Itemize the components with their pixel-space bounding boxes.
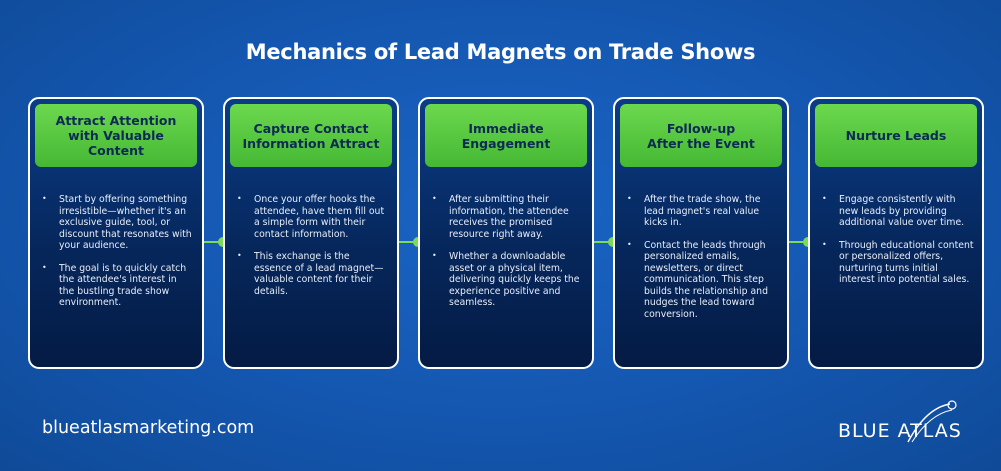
step-card-5: Nurture Leads Engage consistently with n… <box>808 97 984 369</box>
step-header-3: Immediate Engagement <box>425 104 587 167</box>
step-5-bullet-2: Through educational content or personali… <box>822 239 974 286</box>
website-url: blueatlasmarketing.com <box>42 418 255 438</box>
step-3-bullet-2: Whether a downloadable asset or a physic… <box>432 250 584 309</box>
step-header-2: Capture Contact Information Attract <box>230 104 392 167</box>
step-card-2: Capture Contact Information Attract Once… <box>223 97 399 369</box>
step-4-bullet-2: Contact the leads through personalized e… <box>627 239 779 321</box>
logo-text: BLUE ATLAS <box>838 420 962 442</box>
connector-line-2 <box>399 241 421 243</box>
step-card-4: Follow-up After the Event After the trad… <box>613 97 789 369</box>
step-1-bullet-2: The goal is to quickly catch the attende… <box>42 262 194 309</box>
logo-arc-icon <box>907 400 957 443</box>
step-body-4: After the trade show, the lead magnet's … <box>627 193 779 331</box>
step-card-3: Immediate Engagement After submitting th… <box>418 97 594 369</box>
connector-line-1 <box>204 241 226 243</box>
step-header-5: Nurture Leads <box>815 104 977 167</box>
step-2-bullet-2: This exchange is the essence of a lead m… <box>237 250 389 297</box>
step-body-3: After submitting their information, the … <box>432 193 584 320</box>
step-4-bullet-1: After the trade show, the lead magnet's … <box>627 193 779 229</box>
step-header-1: Attract Attention with Valuable Content <box>35 104 197 167</box>
step-header-4: Follow-up After the Event <box>620 104 782 167</box>
step-2-bullet-1: Once your offer hooks the attendee, have… <box>237 193 389 240</box>
blue-atlas-logo: BLUE ATLAS <box>838 398 963 448</box>
step-card-1: Attract Attention with Valuable Content … <box>28 97 204 369</box>
step-body-1: Start by offering something irresistible… <box>42 193 194 320</box>
page-title: Mechanics of Lead Magnets on Trade Shows <box>245 40 756 64</box>
step-3-bullet-1: After submitting their information, the … <box>432 193 584 240</box>
connector-line-4 <box>789 241 811 243</box>
step-5-bullet-1: Engage consistently with new leads by pr… <box>822 193 974 229</box>
step-body-2: Once your offer hooks the attendee, have… <box>237 193 389 308</box>
step-body-5: Engage consistently with new leads by pr… <box>822 193 974 297</box>
step-1-bullet-1: Start by offering something irresistible… <box>42 193 194 252</box>
connector-line-3 <box>594 241 616 243</box>
